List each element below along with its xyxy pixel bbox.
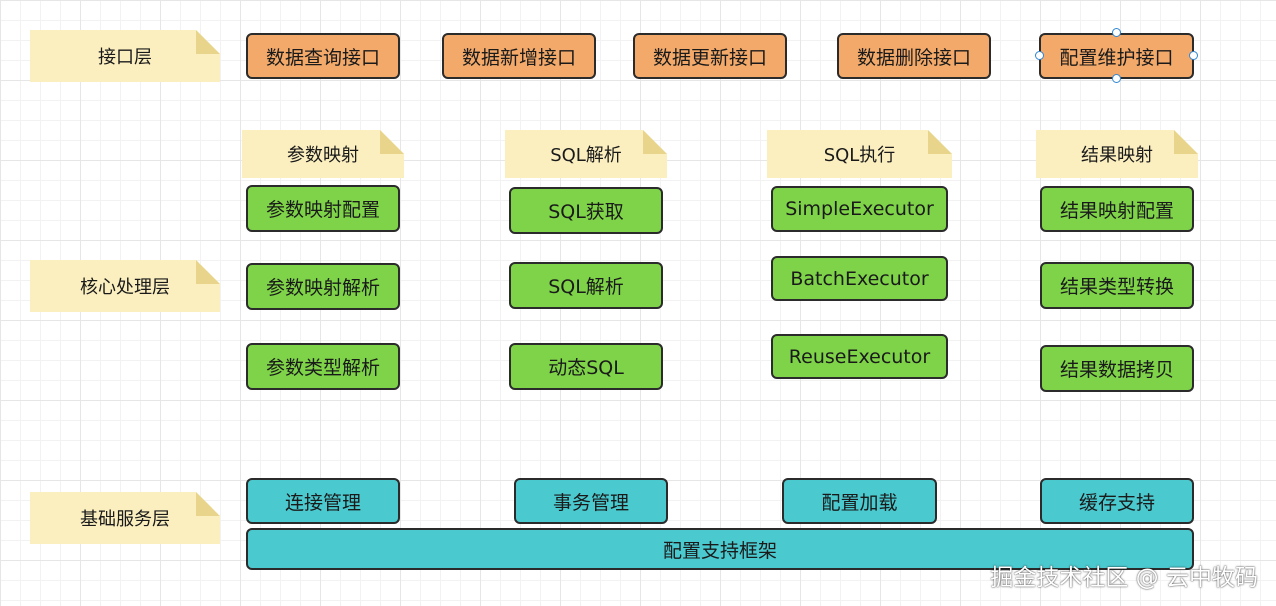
box-label: 动态SQL <box>548 357 624 379</box>
interface-box-insert[interactable]: 数据新增接口 <box>442 33 596 79</box>
layer-note-core: 核心处理层 <box>30 260 220 312</box>
box-label: SimpleExecutor <box>785 198 934 220</box>
box-label: BatchExecutor <box>790 267 929 290</box>
box-label: 连接管理 <box>284 491 361 514</box>
core-box-param-parse[interactable]: 参数映射解析 <box>246 263 400 310</box>
group-note-param-mapping: 参数映射 <box>242 130 404 178</box>
layer-note-base: 基础服务层 <box>30 492 220 544</box>
core-box-result-copy[interactable]: 结果数据拷贝 <box>1040 345 1194 392</box>
core-box-simple-executor[interactable]: SimpleExecutor <box>771 186 948 232</box>
core-box-result-type[interactable]: 结果类型转换 <box>1040 262 1194 309</box>
selection-handle-top[interactable] <box>1112 28 1121 37</box>
layer-note-interface: 接口层 <box>30 30 220 82</box>
box-label: SQL获取 <box>548 201 624 223</box>
core-box-param-type[interactable]: 参数类型解析 <box>246 343 400 390</box>
layer-note-label: 接口层 <box>98 47 152 68</box>
box-label: 数据新增接口 <box>461 46 576 69</box>
selection-handle-right[interactable] <box>1189 51 1198 60</box>
group-note-label: 参数映射 <box>287 145 359 166</box>
box-label: SQL解析 <box>548 276 624 298</box>
box-label: 配置加载 <box>821 491 898 514</box>
base-box-transaction[interactable]: 事务管理 <box>514 478 668 524</box>
interface-box-delete[interactable]: 数据删除接口 <box>837 33 991 79</box>
interface-box-update[interactable]: 数据更新接口 <box>633 33 787 79</box>
group-note-sql-parse: SQL解析 <box>505 130 667 178</box>
box-label: 数据更新接口 <box>652 46 767 69</box>
layer-note-label: 核心处理层 <box>80 277 170 298</box>
base-framework-bar[interactable]: 配置支持框架 <box>246 528 1194 570</box>
base-box-cache[interactable]: 缓存支持 <box>1040 478 1194 524</box>
selection-handle-bottom[interactable] <box>1112 74 1121 83</box>
group-note-sql-exec: SQL执行 <box>767 130 952 178</box>
core-box-result-config[interactable]: 结果映射配置 <box>1040 186 1194 232</box>
box-label: 事务管理 <box>552 491 629 514</box>
box-label: 配置支持框架 <box>662 539 777 562</box>
box-label: ReuseExecutor <box>788 345 931 368</box>
watermark: 掘金技术社区 @ 云中牧码 <box>990 565 1258 591</box>
core-box-param-config[interactable]: 参数映射配置 <box>246 185 400 232</box>
core-box-dynamic-sql[interactable]: 动态SQL <box>509 343 663 390</box>
box-label: 结果类型转换 <box>1059 276 1174 298</box>
interface-box-config[interactable]: 配置维护接口 <box>1039 33 1194 79</box>
box-label: 配置维护接口 <box>1059 46 1174 69</box>
box-label: 结果映射配置 <box>1059 199 1174 222</box>
selection-handle-left[interactable] <box>1035 51 1044 60</box>
box-label: 数据删除接口 <box>856 46 971 69</box>
group-note-label: 结果映射 <box>1081 145 1153 166</box>
layer-note-label: 基础服务层 <box>80 509 170 530</box>
base-box-config-load[interactable]: 配置加载 <box>782 478 937 524</box>
box-label: 参数映射解析 <box>265 277 380 299</box>
box-label: 参数映射配置 <box>265 199 380 221</box>
box-label: 结果数据拷贝 <box>1059 359 1174 381</box>
group-note-result-mapping: 结果映射 <box>1036 130 1198 178</box>
core-box-batch-executor[interactable]: BatchExecutor <box>771 256 948 301</box>
box-label: 参数类型解析 <box>265 357 380 379</box>
core-box-reuse-executor[interactable]: ReuseExecutor <box>771 334 948 379</box>
core-box-sql-parse[interactable]: SQL解析 <box>509 262 663 309</box>
interface-box-query[interactable]: 数据查询接口 <box>246 33 400 79</box>
group-note-label: SQL执行 <box>823 145 896 166</box>
group-note-label: SQL解析 <box>550 145 622 166</box>
core-box-sql-get[interactable]: SQL获取 <box>509 187 663 234</box>
box-label: 缓存支持 <box>1078 491 1155 514</box>
base-box-connection[interactable]: 连接管理 <box>246 478 400 524</box>
box-label: 数据查询接口 <box>265 46 380 69</box>
